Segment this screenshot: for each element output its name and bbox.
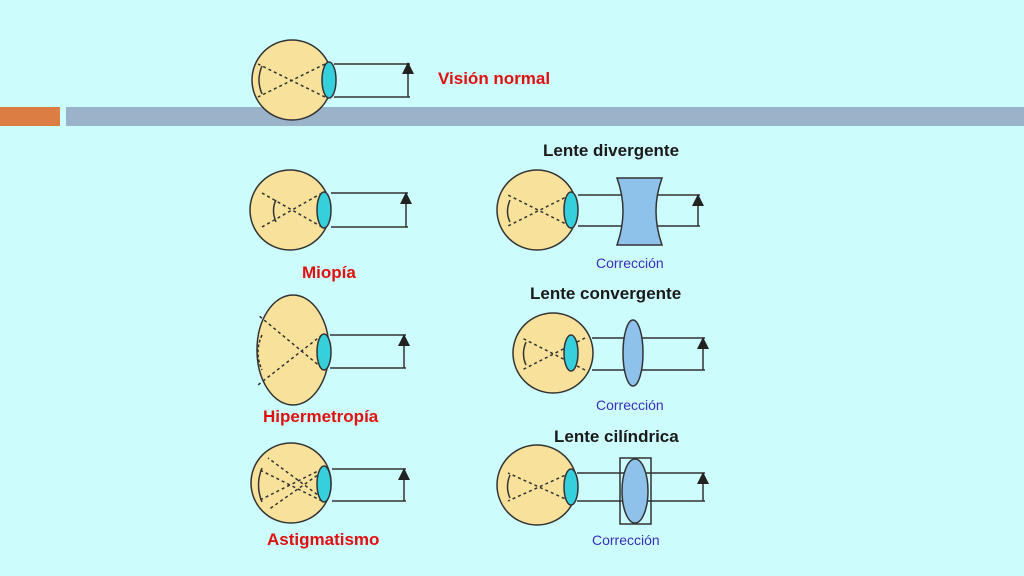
correction-cylindrical (496, 444, 709, 526)
label-cylindrical-lens: Lente cilíndrica (554, 427, 679, 446)
eye-astigmatism (250, 442, 410, 524)
cylindrical-lens-shape (621, 458, 649, 524)
label-correction-2: Corrección (596, 397, 664, 413)
label-converging-lens: Lente convergente (530, 284, 682, 303)
label-correction-3: Corrección (592, 532, 660, 548)
correction-diverging (496, 169, 704, 251)
eye-hyperopia (256, 294, 410, 406)
label-normal-vision: Visión normal (438, 69, 551, 88)
label-diverging-lens: Lente divergente (543, 141, 680, 160)
converging-lens-shape (622, 319, 644, 387)
label-astigmatism: Astigmatismo (267, 530, 380, 549)
label-hyperopia: Hipermetropía (263, 407, 379, 426)
eye-normal (251, 39, 414, 121)
eye-myopia (249, 169, 412, 251)
cylindrical-lens-frame (619, 457, 652, 525)
accent-bar-orange (0, 107, 60, 126)
label-myopia: Miopía (302, 263, 356, 282)
correction-converging (512, 312, 709, 394)
diverging-lens-shape (615, 177, 664, 246)
label-correction-1: Corrección (596, 255, 664, 271)
